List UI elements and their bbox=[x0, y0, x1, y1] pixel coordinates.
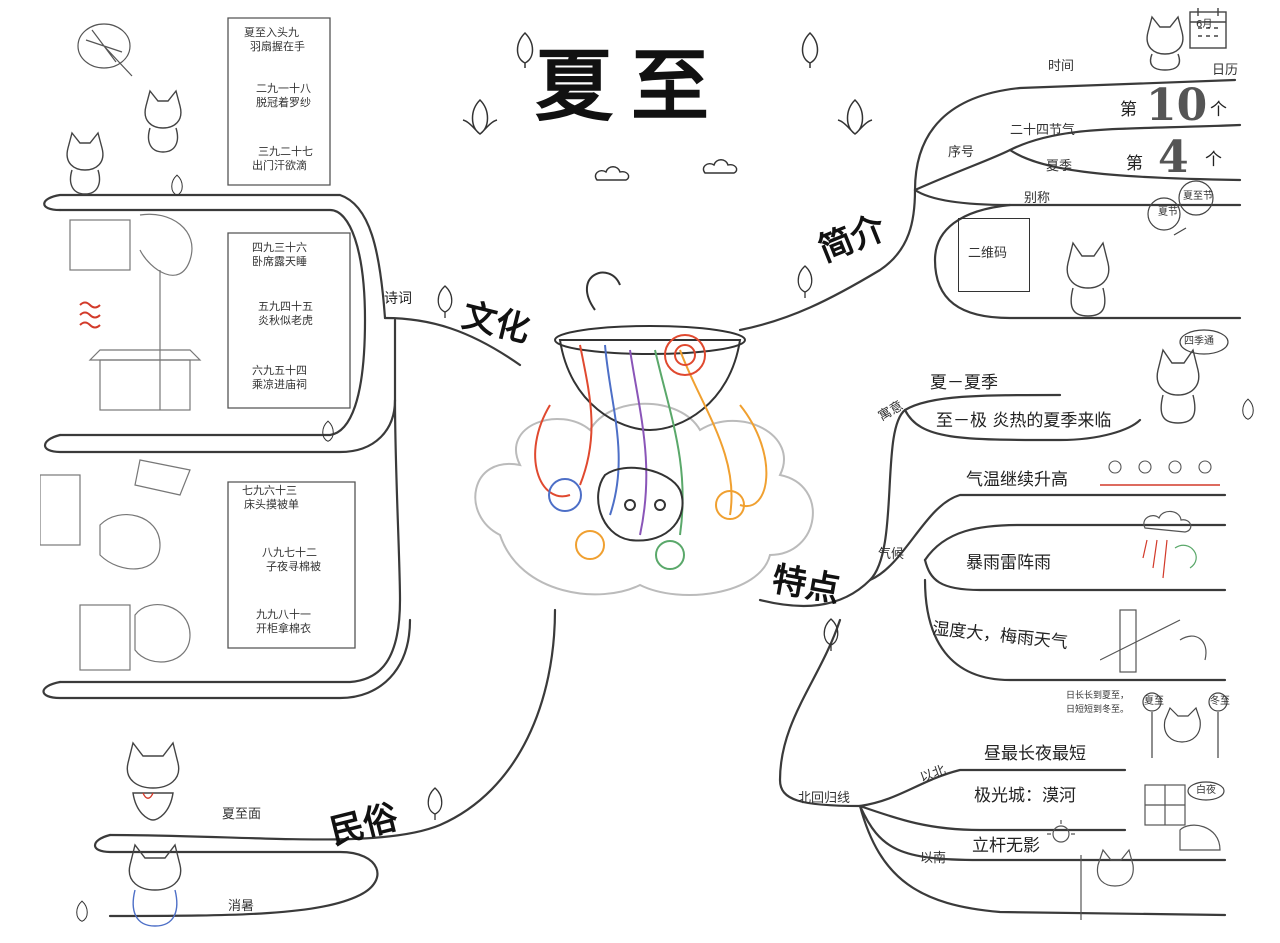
verse-line: 开柜拿棉衣 bbox=[256, 622, 311, 635]
page-title: 夏至 bbox=[535, 41, 728, 132]
calendar-month: 6月 bbox=[1196, 19, 1213, 30]
pole-icon bbox=[1047, 820, 1134, 920]
badge-text: 四季通 bbox=[1184, 336, 1214, 347]
verse-line: 二九一十八 bbox=[256, 82, 311, 95]
verse-line: 床头摸被单 bbox=[244, 498, 299, 511]
branch-culture bbox=[383, 316, 522, 367]
intro-alias: 别称 bbox=[1024, 191, 1051, 206]
qr-code-label: 二维码 bbox=[968, 246, 1008, 261]
climate-2: 暴雨雷阵雨 bbox=[966, 553, 1051, 573]
verse-line: 夏至入头九 bbox=[244, 26, 299, 39]
verse-line: 卧席露天睡 bbox=[252, 255, 307, 268]
lotus-flower-icon bbox=[462, 98, 498, 135]
lotus-bud-icon bbox=[322, 420, 334, 442]
tropic-of-cancer: 北回归线 bbox=[798, 791, 851, 806]
lotus-flower-icon bbox=[837, 98, 873, 135]
verse-line: 五九四十五 bbox=[258, 300, 313, 313]
verse-line: 炎秋似老虎 bbox=[258, 314, 313, 327]
features-climate: 气候 bbox=[878, 547, 905, 562]
verse-line: 九九八十一 bbox=[256, 608, 311, 621]
branch-customs bbox=[108, 608, 557, 841]
intro-ge-2: 个 bbox=[1205, 150, 1222, 170]
lotus-bud-icon bbox=[427, 787, 443, 820]
intro-di-2: 第 bbox=[1126, 154, 1143, 174]
cat-eating-noodles bbox=[126, 741, 180, 821]
verse-line: 子夜寻棉被 bbox=[266, 560, 321, 573]
lotus-bud-icon bbox=[797, 265, 813, 298]
verse-line: 六九五十四 bbox=[252, 364, 307, 377]
intro-ge-1: 个 bbox=[1210, 100, 1227, 120]
intro-di-1: 第 bbox=[1120, 100, 1137, 120]
intro-time: 时间 bbox=[1048, 59, 1075, 74]
cat-illustration bbox=[1146, 15, 1184, 71]
bedroom-illustration bbox=[40, 459, 191, 671]
cat-illustration bbox=[1066, 241, 1110, 317]
speech-bubble-icon bbox=[1187, 781, 1225, 801]
sub-label-poetry: 诗词 bbox=[384, 291, 412, 307]
sign-summer: 夏至 bbox=[1144, 696, 1164, 707]
solstice-note-2: 日短短到冬至。 bbox=[1066, 705, 1130, 715]
verse-line: 乘凉进庙祠 bbox=[252, 378, 307, 391]
meaning-1: 夏－夏季 bbox=[930, 373, 998, 393]
alias-b: 夏至节 bbox=[1183, 191, 1213, 202]
solstice-cats-illustration bbox=[1142, 692, 1228, 758]
intro-summer: 夏季 bbox=[1046, 159, 1073, 174]
calendar-icon bbox=[1189, 8, 1227, 49]
cat-illustration bbox=[128, 843, 182, 927]
alias-bubbles bbox=[1147, 180, 1214, 236]
verse-line: 羽扇握在手 bbox=[250, 40, 305, 53]
customs-item-1: 夏至面 bbox=[222, 807, 262, 822]
intro-number-4: 4 bbox=[1158, 132, 1189, 183]
south-label: 以南 bbox=[920, 851, 947, 866]
verse-line: 脱冠着罗纱 bbox=[256, 96, 311, 109]
feather-fan-icon bbox=[77, 23, 133, 77]
window-night-illustration bbox=[1144, 784, 1221, 851]
intro-order: 序号 bbox=[948, 145, 975, 160]
sign-winter: 冬至 bbox=[1210, 696, 1230, 707]
rain-cloud-icon bbox=[1142, 510, 1197, 579]
sun-icon bbox=[1100, 460, 1220, 486]
customs-item-2: 消暑 bbox=[228, 899, 255, 914]
verse-line: 四九三十六 bbox=[252, 241, 307, 254]
qr-code-box bbox=[958, 218, 1030, 292]
intro-calendar: 日历 bbox=[1212, 63, 1239, 78]
south-1: 立杆无影 bbox=[972, 836, 1040, 856]
climate-1: 气温继续升高 bbox=[966, 470, 1068, 490]
lotus-bud-icon bbox=[171, 174, 183, 196]
cat-illustration bbox=[66, 131, 104, 195]
noodle-bowl-icon bbox=[474, 271, 814, 596]
thermometer-icon bbox=[1100, 609, 1207, 673]
lotus-bud-icon bbox=[437, 285, 453, 318]
white-night: 白夜 bbox=[1196, 785, 1216, 796]
lotus-bud-icon bbox=[76, 900, 88, 922]
intro-solar-term: 二十四节气 bbox=[1010, 123, 1076, 138]
cat-illustration bbox=[144, 89, 182, 153]
meaning-2: 至－极 炎热的夏季来临 bbox=[936, 411, 1112, 431]
cloud-icon bbox=[594, 166, 630, 181]
verse-line: 出门汗欲滴 bbox=[252, 159, 307, 172]
north-1: 昼最长夜最短 bbox=[984, 744, 1086, 764]
intro-number-10: 10 bbox=[1146, 80, 1208, 131]
cloud-icon bbox=[702, 159, 738, 174]
lotus-bud-icon bbox=[801, 31, 819, 68]
branch-intro bbox=[738, 188, 917, 332]
verse-line: 三九二十七 bbox=[258, 145, 313, 158]
speech-bubble-icon bbox=[1179, 329, 1229, 355]
lotus-bud-icon bbox=[823, 618, 839, 651]
branch-features bbox=[758, 408, 907, 608]
lotus-bud-icon bbox=[1242, 398, 1254, 420]
alias-a: 夏节 bbox=[1158, 207, 1178, 218]
branch-label-features: 特点 bbox=[769, 559, 843, 611]
verse-line: 八九七十二 bbox=[262, 546, 317, 559]
verse-line: 七九六十三 bbox=[242, 484, 297, 497]
solstice-note-1: 日长长到夏至， bbox=[1066, 691, 1130, 701]
north-2: 极光城：漠河 bbox=[974, 786, 1076, 806]
lotus-bud-icon bbox=[516, 31, 534, 68]
courtyard-illustration bbox=[69, 213, 202, 411]
